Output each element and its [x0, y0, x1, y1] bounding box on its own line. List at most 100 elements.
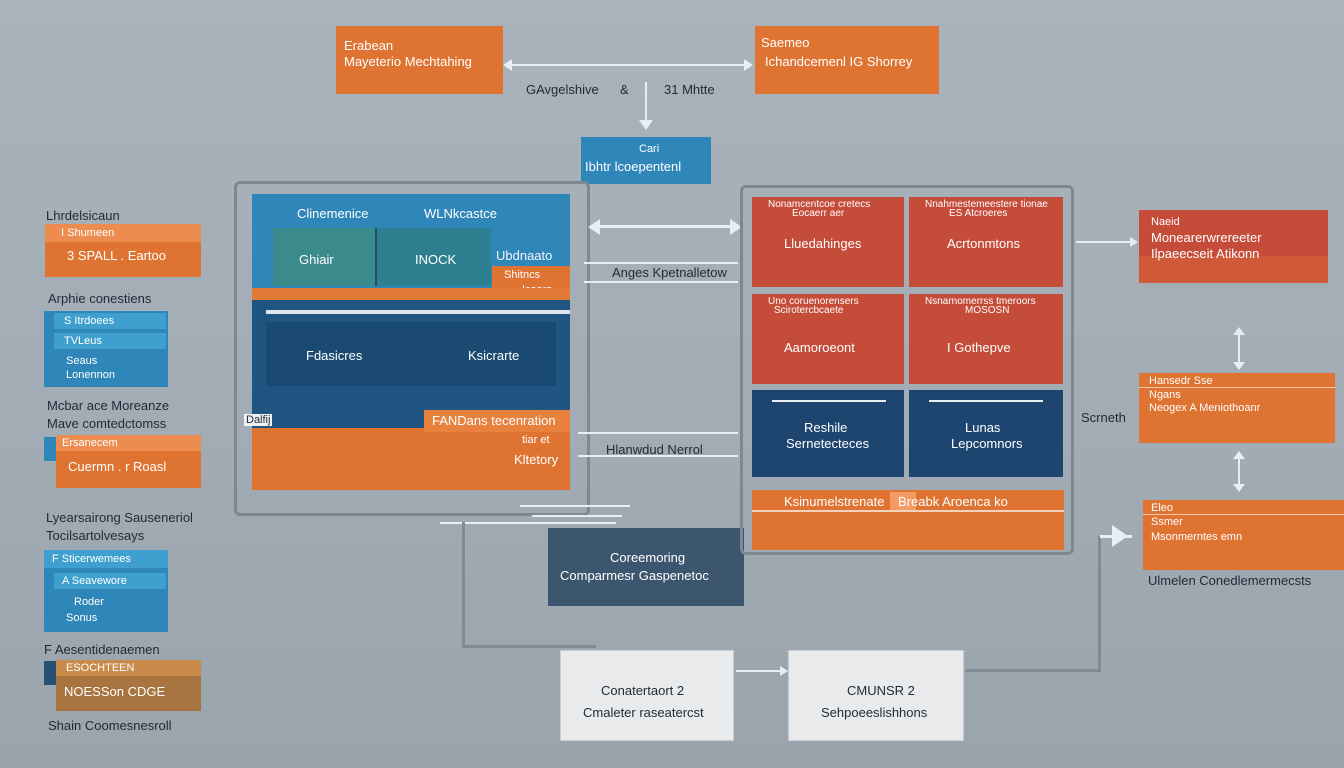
right-r1c2-sub: ES Atcroeres	[949, 208, 1008, 219]
top-down-arrow-icon	[639, 120, 653, 130]
far-right-box2-line1: Hansedr Sse	[1149, 375, 1213, 387]
left-group4-row1: F Sticerwemees	[52, 553, 131, 565]
center-mid-block[interactable]: Fdasicres Ksicrarte	[252, 288, 570, 428]
top-right-box-line2: Ichandcemenl IG Shorrey	[765, 54, 913, 69]
bottom-right-box[interactable]: CMUNSR 2 Sehpoeeslishhons	[788, 650, 964, 741]
right-r1c1-label: Lluedahinges	[784, 236, 862, 251]
right-r1c2-top: Nnahmestemeestere tionae	[925, 199, 1048, 210]
left-group3-tag-bg	[56, 435, 201, 451]
center-lower-block[interactable]	[252, 428, 570, 490]
bottom-left-box-line2: Cmaleter raseatercst	[583, 705, 704, 720]
right-r2c2-sub: MOSOSN	[965, 305, 1010, 316]
right-r2c2[interactable]: Nsnarnomerrss tmeroors MOSOSN I Gothepve	[909, 294, 1063, 384]
left-group2-row3: Seaus	[66, 355, 98, 367]
top-down-connector	[645, 82, 647, 122]
far-right-box3[interactable]: Eleo Ssmer Msonmerntes emn	[1143, 500, 1344, 570]
left-group5-title: F Aesentidenaemen	[44, 642, 160, 657]
right-r1c1[interactable]: Nonamcentcoe cretecs Eocaerr aer Lluedah…	[752, 197, 904, 287]
far-right-box1-line2: Monearerwrereeter	[1151, 230, 1262, 245]
center-bottom-box-line1: Coreemoring	[610, 550, 686, 565]
far-right-vert-2-down-icon	[1233, 484, 1245, 492]
center-lower-vert	[462, 522, 465, 648]
left-group4-row3: Roder	[74, 596, 104, 608]
far-right-box1-band	[1139, 256, 1328, 283]
left-group3-box[interactable]: Ersanecem Cuermn . r Roasl	[56, 435, 201, 488]
left-group1-box[interactable]: I Shumeen 3 SPALL . Eartoo	[45, 224, 201, 277]
center-cell-a[interactable]: Ghiair	[273, 228, 375, 286]
left-group2-row4: Lonennon	[66, 369, 115, 381]
center-top-box-line2: Ibhtr lcoepentenl	[585, 159, 682, 174]
far-right-box2[interactable]: Hansedr Sse Ngans Neogex A Meniothoanr	[1139, 373, 1335, 443]
top-right-box[interactable]: Saemeo Ichandcemenl IG Shorrey	[755, 26, 939, 94]
left-group5-caption: Shain Coomesnesroll	[48, 718, 172, 733]
far-right-vert-2	[1238, 456, 1240, 488]
left-group5-box[interactable]: ESOCHTEEN NOESSon CDGE	[56, 660, 201, 711]
right-r1c1-top: Nonamcentcoe cretecs	[768, 199, 871, 210]
far-right-box2-label: Scrneth	[1081, 410, 1126, 425]
center-module-frame	[234, 181, 590, 516]
left-group4-row4: Sonus	[66, 612, 98, 624]
center-bar-tag[interactable]: FANDans tecenration	[424, 410, 570, 432]
left-group4-row2-bg	[54, 573, 166, 589]
center-arrow-line-4	[578, 432, 738, 434]
far-right-box3-line2: Ssmer	[1151, 516, 1183, 528]
far-right-arrow-1	[1076, 241, 1132, 243]
left-group4-row1-bg	[44, 550, 168, 568]
left-group2-row1-bg	[54, 313, 166, 329]
center-header-right: WLNkcastce	[424, 206, 497, 221]
far-right-vert-1-down-icon	[1233, 362, 1245, 370]
right-r1c2[interactable]: Nnahmestemeestere tionae ES Atcroeres Ac…	[909, 197, 1063, 287]
bottom-right-vert	[1098, 536, 1101, 672]
center-tag-b2: Kltetory	[514, 452, 559, 467]
bottom-right-box-line2: Sehpoeeslishhons	[821, 705, 928, 720]
left-group1-tag-bg	[45, 224, 201, 242]
top-right-box-line1: Saemeo	[761, 35, 810, 50]
far-right-box1[interactable]: Naeid Monearerwrereeter Ilpaeecseit Atik…	[1139, 210, 1328, 283]
right-r1c2-label: Acrtonmtons	[947, 236, 1020, 251]
center-top-box[interactable]: Cari Ibhtr lcoepentenl	[581, 137, 711, 184]
far-right-box1-line1: Naeid	[1151, 216, 1180, 228]
right-r3c1-rule	[772, 400, 886, 402]
center-top-box-line1: Cari	[639, 143, 660, 155]
left-group2-box[interactable]: S Itrdoees TVLeus Seaus Lonennon	[44, 311, 168, 387]
center-bottom-box-line2: Comparmesr Gaspenetoc	[560, 568, 709, 583]
right-r3c1-line1: Reshile	[804, 420, 848, 435]
left-group2-row1: S Itrdoees	[64, 315, 115, 327]
center-side-tag: Dalfij	[244, 414, 273, 426]
far-right-arrow-1-head-icon	[1130, 237, 1138, 247]
center-double-arrow-line	[598, 225, 734, 228]
right-r2c2-top: Nsnarnomerrss tmeroors	[925, 296, 1036, 307]
right-r1c1-sub: Eocaerr aer	[792, 208, 845, 219]
center-double-arrow-left-icon	[588, 219, 600, 235]
right-r2c1[interactable]: Uno coruenorensers Scirotercbcaete Aamor…	[752, 294, 904, 384]
far-right-box3-rule	[1143, 514, 1344, 515]
bottom-right-box-line1: CMUNSR 2	[847, 683, 915, 698]
left-group5-value: NOESSon CDGE	[64, 684, 166, 699]
far-right-vert-1	[1238, 332, 1240, 368]
right-module-frame	[740, 185, 1074, 555]
right-footer[interactable]: Ksinumelstrenate Breabk Aroenca ko	[752, 490, 1064, 550]
left-group4-title2: Tocilsartolvesays	[46, 528, 145, 543]
far-right-box3-caption: Ulmelen Conedlemermecsts	[1148, 573, 1312, 588]
center-mid-rule	[266, 310, 570, 314]
right-r3c1[interactable]: Reshile Sernetecteces	[752, 390, 904, 477]
far-right-box2-rule	[1139, 387, 1335, 388]
center-lower-line-3	[532, 515, 622, 517]
left-group5-marker	[44, 661, 56, 685]
left-group2-row2-bg	[54, 333, 166, 349]
left-group1-value: 3 SPALL . Eartoo	[67, 248, 167, 263]
right-footer-chip	[890, 492, 916, 510]
top-left-box[interactable]: Erabean Mayeterio Mechtahing	[336, 26, 503, 94]
center-cell-b[interactable]: INOCK	[377, 228, 491, 286]
center-lower-line-2	[520, 505, 630, 507]
right-r3c2-line2: Lepcomnors	[951, 436, 1023, 451]
left-group4-box[interactable]: F Sticerwemees A Seavewore Roder Sonus	[44, 550, 168, 632]
far-right-box3-line1: Eleo	[1151, 502, 1174, 514]
center-mid-right: Ksicrarte	[468, 348, 520, 363]
right-footer-rule	[752, 510, 1064, 512]
center-bottom-box[interactable]: Coreemoring Comparmesr Gaspenetoc	[548, 528, 744, 606]
right-r3c2[interactable]: Lunas Lepcomnors	[909, 390, 1063, 477]
center-mid-left: Fdasicres	[306, 348, 363, 363]
bottom-left-box[interactable]: Conatertaort 2 Cmaleter raseatercst	[560, 650, 734, 741]
center-cell-a-label: Ghiair	[299, 252, 334, 267]
